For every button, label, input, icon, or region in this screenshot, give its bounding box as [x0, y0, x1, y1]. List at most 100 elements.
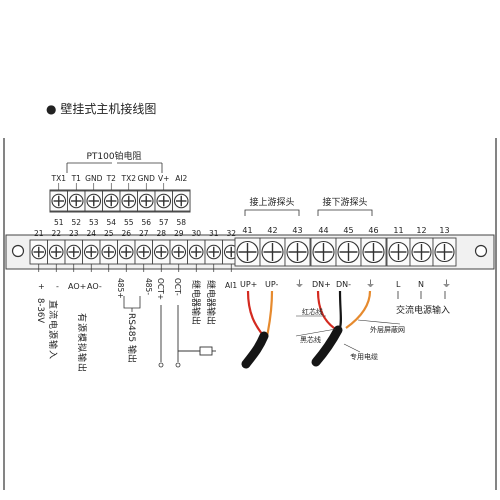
- pt100-pin-label: V+: [158, 174, 169, 183]
- bullet-icon: ●: [46, 102, 57, 116]
- main-terminal-number: 28: [156, 229, 166, 238]
- main-terminal-number: 21: [34, 229, 44, 238]
- pt100-pin-label: GND: [85, 174, 102, 183]
- ac-terminal-12[interactable]: [409, 237, 434, 267]
- probe-terminal-number: 41: [242, 226, 252, 235]
- rs485-out-label: RS485 输出: [126, 313, 138, 363]
- dn-cable-sheath: [311, 325, 343, 367]
- up-cable-sheath: [241, 331, 269, 369]
- probe-dn-minus-label: DN-: [336, 280, 351, 289]
- relay-out-label-1: 继电器输出: [190, 280, 202, 325]
- black-wire-label: 黑芯线: [300, 335, 321, 344]
- pt100-pin-number: 54: [106, 218, 116, 227]
- pt100-terminal-51[interactable]: [49, 190, 68, 212]
- ac-n-label: N: [418, 280, 424, 289]
- up-red-wire: [246, 290, 265, 338]
- pt100-terminal-57[interactable]: [154, 190, 173, 212]
- probe-dn-ground-label: ⏚: [366, 279, 375, 290]
- pt100-pin-number: 56: [141, 218, 151, 227]
- rs485-minus-label: 485-: [144, 278, 153, 295]
- probe-up-terminal-41[interactable]: [234, 237, 261, 267]
- oct-load-resistor: [199, 346, 213, 356]
- main-terminal-number: 29: [174, 229, 184, 238]
- probe-dn-terminal-44[interactable]: [310, 237, 337, 267]
- probe-dn-terminal-46[interactable]: [360, 237, 387, 267]
- pt100-terminal-55[interactable]: [119, 190, 138, 212]
- main-terminal-number: 24: [86, 229, 96, 238]
- main-terminal-number: 22: [51, 229, 61, 238]
- pt100-pin-number: 51: [54, 218, 64, 227]
- probe-up-label: 接上游探头: [249, 196, 294, 208]
- probe-up-terminal-43[interactable]: [284, 237, 311, 267]
- probe-dn-label: 接下游探头: [322, 196, 367, 208]
- main-terminal-30[interactable]: [187, 239, 206, 265]
- page-title-text: 壁挂式主机接线图: [60, 102, 157, 116]
- pt100-pin-label: AI2: [175, 174, 187, 183]
- main-terminal-24[interactable]: [82, 239, 101, 265]
- main-terminal-number: 32: [226, 229, 236, 238]
- rs485-plus-label: 485+: [116, 278, 125, 299]
- pt100-terminal-58[interactable]: [172, 190, 191, 212]
- mount-hole-left: [11, 244, 25, 258]
- main-terminal-23[interactable]: [64, 239, 83, 265]
- ao-plus-label: AO+: [68, 282, 86, 291]
- probe-terminal-number: 46: [368, 226, 378, 235]
- probe-up-terminal-42[interactable]: [259, 237, 286, 267]
- main-terminal-31[interactable]: [204, 239, 223, 265]
- main-terminal-number: 27: [139, 229, 149, 238]
- oct-terminal-dot: [175, 362, 181, 368]
- main-terminal-26[interactable]: [117, 239, 136, 265]
- pt100-pin-label: TX2: [121, 174, 137, 183]
- main-terminal-number: 25: [104, 229, 114, 238]
- probe-headers: 接上游探头 接下游探头: [244, 196, 373, 216]
- pt100-terminal-54[interactable]: [102, 190, 121, 212]
- pt100-pin-number: 55: [124, 218, 134, 227]
- pt100-pin-label: GND: [138, 174, 155, 183]
- main-terminal-28[interactable]: [152, 239, 171, 265]
- main-terminal-21[interactable]: [29, 239, 48, 265]
- main-terminal-number: 30: [191, 229, 201, 238]
- probe-up-ground-label: ⏚: [295, 279, 304, 290]
- probe-dn-terminal-45[interactable]: [335, 237, 362, 267]
- analog-out-label: 有源模拟输出: [76, 313, 88, 373]
- dn-shield-wire: [345, 290, 372, 329]
- dc-volt-label: 8-36V: [35, 298, 45, 323]
- ac-terminal-11[interactable]: [386, 237, 411, 267]
- probe-terminal-number: 44: [318, 226, 328, 235]
- pt100-pin-label: TX1: [51, 174, 67, 183]
- probe-up-minus-label: UP-: [265, 280, 279, 289]
- main-terminal-number: 31: [209, 229, 219, 238]
- ai1-label: AI1: [225, 281, 237, 290]
- dn-red-wire: [316, 290, 335, 329]
- bottom-labels: + - 8-36V 直流电源输入 AO+ AO- 有源模拟输出 485+ 485…: [35, 278, 237, 373]
- ac-terminal-number: 12: [416, 226, 426, 235]
- pt100-terminal-53[interactable]: [84, 190, 103, 212]
- ac-input-label: 交流电源输入: [396, 304, 450, 316]
- pt100-terminal-52[interactable]: [67, 190, 86, 212]
- red-wire-label: 红芯线: [302, 307, 323, 316]
- up-shield-wire: [265, 290, 274, 338]
- probe-terminal-number: 43: [292, 226, 302, 235]
- pt100-pin-number: 57: [159, 218, 169, 227]
- main-terminal-25[interactable]: [99, 239, 118, 265]
- probe-cables: 红芯线 黑芯线 外层屏蔽网 专用电缆: [241, 290, 405, 369]
- shield-label: 外层屏蔽网: [370, 325, 405, 334]
- ac-ground-label: ⏚: [442, 279, 451, 290]
- probe-up-plus-label: UP+: [240, 280, 257, 289]
- ac-terminal-13[interactable]: [432, 237, 457, 267]
- main-terminal-22[interactable]: [47, 239, 66, 265]
- main-terminal-27[interactable]: [134, 239, 153, 265]
- relay-out-label-2: 继电器输出: [205, 280, 217, 325]
- pt100-label: PT100铂电阻: [86, 150, 141, 162]
- ao-minus-label: AO-: [87, 282, 102, 291]
- mount-hole-right: [474, 244, 488, 258]
- oct-minus-label: OCT-: [173, 278, 182, 296]
- main-terminal-number: 26: [121, 229, 131, 238]
- pt100-terminal-56[interactable]: [137, 190, 156, 212]
- main-terminal-29[interactable]: [169, 239, 188, 265]
